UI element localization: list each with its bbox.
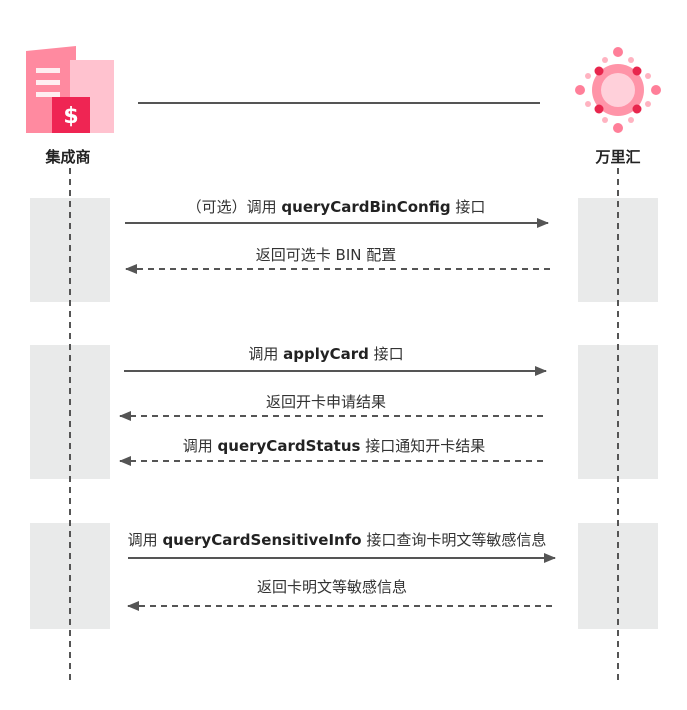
message-prefix: 调用 <box>248 345 284 363</box>
message-label-3: 调用 applyCard 接口 <box>248 344 403 364</box>
actor-right-name: 万里汇 <box>595 148 641 166</box>
message-prefix: 返回可选卡 BIN 配置 <box>255 246 397 264</box>
message-suffix: 接口查询卡明文等敏感信息 <box>361 531 547 549</box>
building-dollar-icon: $ <box>26 46 114 133</box>
message-suffix: 接口通知开卡结果 <box>360 437 486 455</box>
message-prefix: 调用 <box>182 437 218 455</box>
message-label-5: 调用 queryCardStatus 接口通知开卡结果 <box>183 436 485 456</box>
message-prefix: 返回开卡申请结果 <box>265 393 387 411</box>
message-label-6: 调用 queryCardSensitiveInfo 接口查询卡明文等敏感信息 <box>128 530 547 550</box>
message-label-2: 返回可选卡 BIN 配置 <box>256 245 396 265</box>
message-label-1: （可选）调用 queryCardBinConfig 接口 <box>187 197 486 217</box>
message-suffix: 接口 <box>368 345 404 363</box>
message-prefix: 调用 <box>127 531 163 549</box>
message-api-name: queryCardBinConfig <box>281 198 451 216</box>
svg-text:$: $ <box>63 104 78 129</box>
message-api-name: queryCardSensitiveInfo <box>162 531 362 549</box>
message-prefix: 返回卡明文等敏感信息 <box>256 578 408 596</box>
sun-logo-icon <box>575 47 661 133</box>
message-prefix: （可选）调用 <box>186 198 282 216</box>
message-api-name: applyCard <box>283 345 369 363</box>
message-label-7: 返回卡明文等敏感信息 <box>257 577 407 597</box>
actor-left-name: 集成商 <box>45 148 91 166</box>
message-suffix: 接口 <box>450 198 486 216</box>
message-api-name: queryCardStatus <box>217 437 361 455</box>
message-label-4: 返回开卡申请结果 <box>266 392 386 412</box>
